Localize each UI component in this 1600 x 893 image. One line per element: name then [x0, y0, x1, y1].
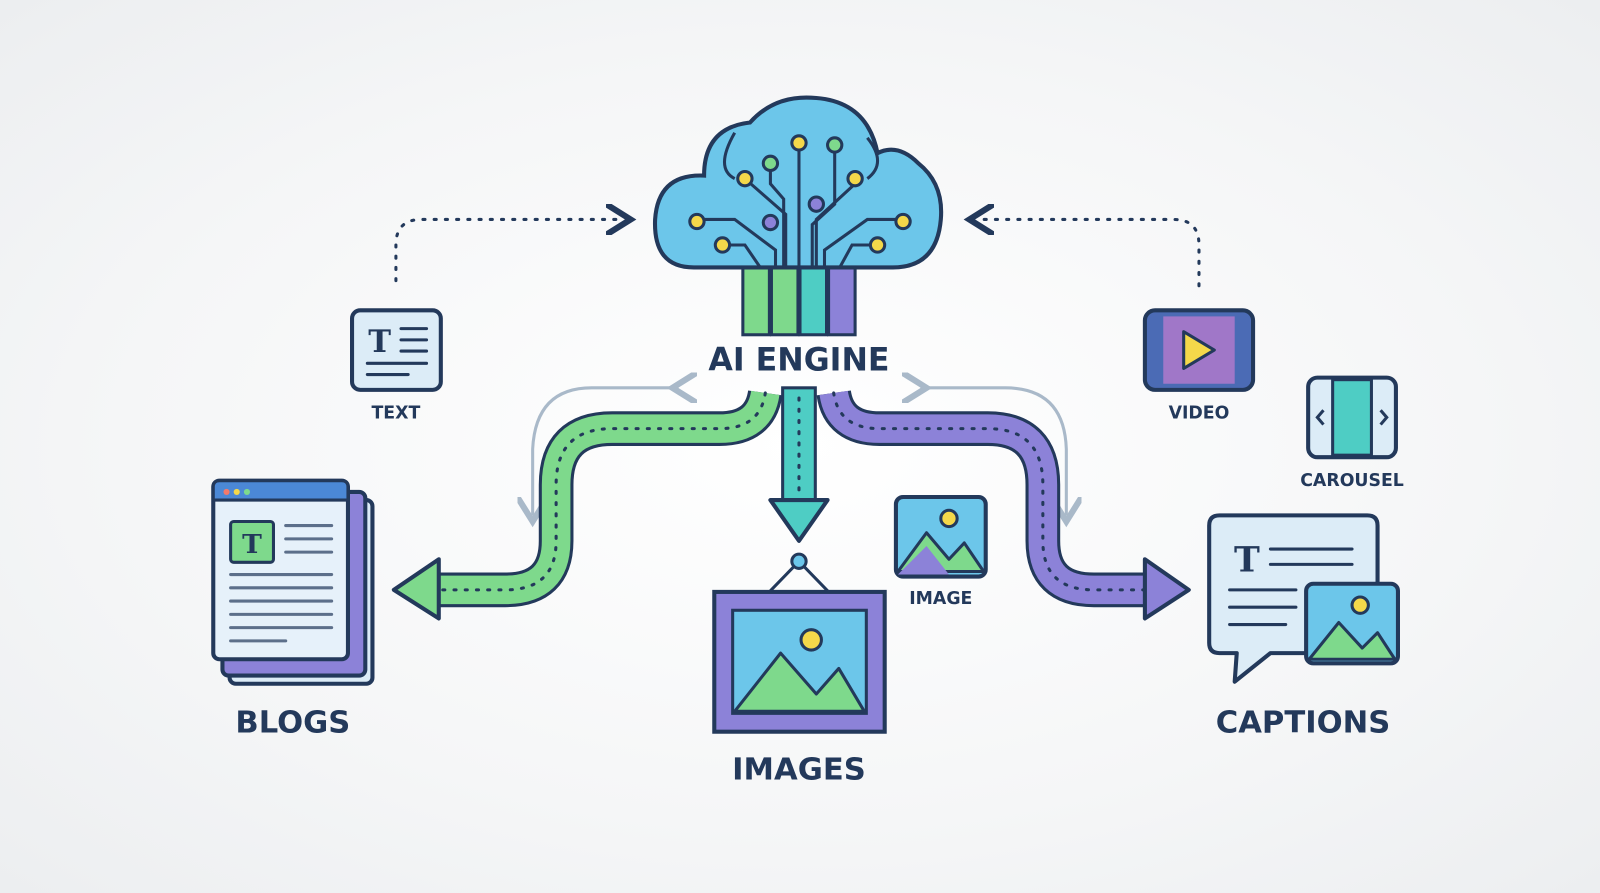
purple-flow-to-captions: [816, 389, 1191, 621]
video-to-engine-dotted-arrow: [976, 219, 1201, 288]
image-label: IMAGE: [909, 589, 972, 609]
text-to-engine-dotted-arrow: [394, 219, 625, 283]
right-gray-arrow: [920, 388, 1066, 516]
carousel-icon: [1306, 375, 1398, 460]
ai-engine-label: AI ENGINE: [708, 342, 889, 378]
video-label: VIDEO: [1169, 403, 1230, 423]
svg-text:T: T: [368, 324, 391, 360]
blog-pages-icon: T: [211, 478, 375, 686]
captions-label: CAPTIONS: [1216, 706, 1391, 741]
teal-flow-to-images: [768, 386, 830, 543]
caption-bubble-icon: T: [1207, 513, 1400, 684]
svg-text:T: T: [242, 529, 262, 560]
framed-picture-icon: [712, 552, 887, 734]
green-flow-to-blogs: [391, 389, 783, 621]
ai-engine-cloud-icon: [653, 95, 944, 337]
svg-text:T: T: [1234, 540, 1260, 581]
left-gray-arrow: [533, 388, 679, 516]
image-icon: [893, 494, 988, 579]
carousel-label: CAROUSEL: [1300, 471, 1404, 491]
text-label: TEXT: [371, 403, 420, 423]
video-play-icon: [1142, 308, 1256, 392]
blogs-label: BLOGS: [235, 706, 350, 741]
text-document-icon: T: [350, 308, 443, 392]
images-label: IMAGES: [732, 753, 866, 788]
